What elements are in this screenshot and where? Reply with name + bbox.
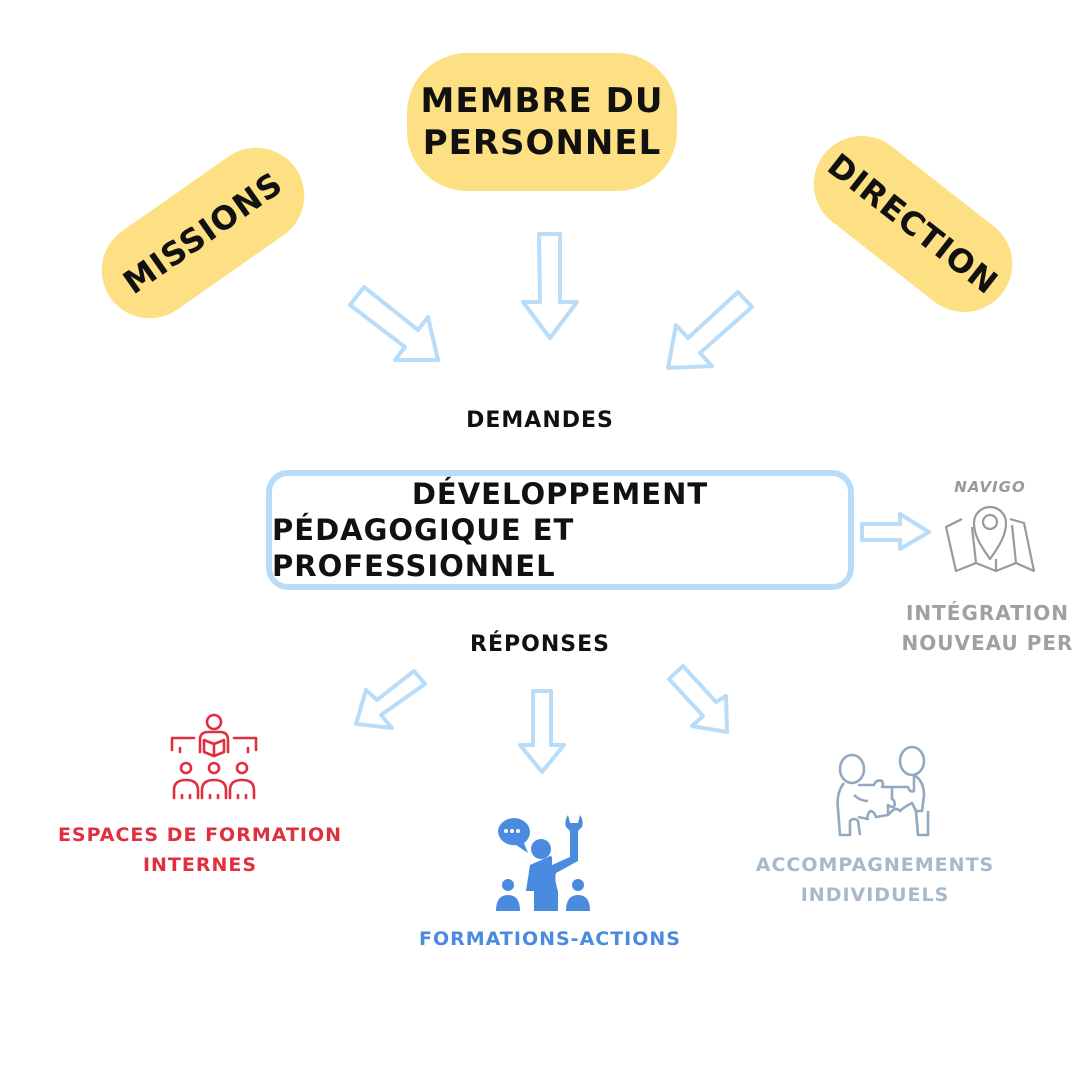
arrow-direction-to-center	[666, 290, 754, 370]
arrow-center-to-formations	[518, 689, 566, 774]
navigo-line1: INTÉGRATION	[905, 601, 1070, 625]
source-membre-du-personnel: MEMBRE DU PERSONNEL	[407, 53, 677, 191]
center-line1: DÉVELOPPEMENT	[411, 477, 709, 511]
center-line2: PÉDAGOGIQUE ET PROFESSIONNEL	[272, 513, 575, 583]
map-pin-icon	[944, 505, 1036, 573]
classroom-icon	[170, 713, 258, 800]
source-membre-line1: MEMBRE DU	[420, 81, 664, 121]
source-membre-line2: PERSONNEL	[422, 123, 662, 163]
outcome-accompagnements-caption: ACCOMPAGNEMENTS INDIVIDUELS	[740, 850, 1010, 910]
outcome-formations-caption: FORMATIONS-ACTIONS	[400, 928, 700, 950]
arrow-center-to-accompagnements	[667, 664, 729, 734]
outcome-formations-line1: FORMATIONS-ACTIONS	[419, 928, 681, 950]
center-development-box: DÉVELOPPEMENT PÉDAGOGIQUE ET PROFESSIONN…	[266, 470, 854, 590]
arrow-membre-to-center	[521, 232, 579, 340]
outcome-espaces-line2: INTERNES	[142, 854, 258, 876]
navigo-brand: NAVIGO	[954, 478, 1026, 496]
navigo-line2: NOUVEAU PER	[901, 631, 1074, 655]
arrow-missions-to-center	[348, 285, 440, 362]
puzzle-people-icon	[836, 745, 930, 837]
arrow-center-to-espaces	[354, 669, 427, 730]
trainer-tool-icon	[496, 815, 590, 911]
outcome-accompagnements-line1: ACCOMPAGNEMENTS	[755, 854, 995, 876]
demandes-label: DEMANDES	[466, 408, 614, 433]
arrow-center-to-navigo	[860, 512, 931, 551]
navigo-caption: INTÉGRATION NOUVEAU PER	[895, 598, 1080, 658]
outcome-accompagnements-line2: INDIVIDUELS	[800, 884, 950, 906]
outcome-espaces-line1: ESPACES DE FORMATION	[57, 824, 343, 846]
reponses-label: RÉPONSES	[470, 632, 610, 657]
outcome-espaces-caption: ESPACES DE FORMATION INTERNES	[50, 820, 350, 880]
